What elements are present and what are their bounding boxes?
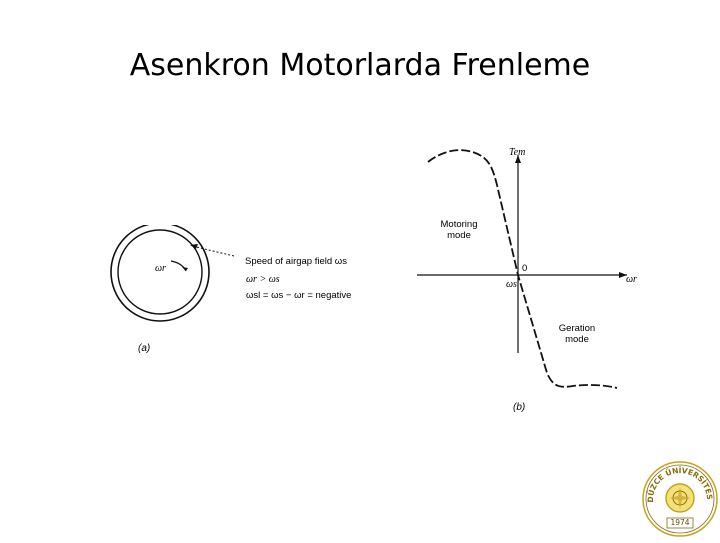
university-year: 1974 — [670, 518, 690, 527]
university-seal-icon: DÜZCE ÜNİVERSİTESİ — [640, 453, 718, 537]
torque-speed-curve — [427, 149, 618, 389]
stator-inner-circle — [117, 229, 203, 315]
motoring-mode-label: Motoring mode — [429, 219, 489, 241]
figure-b-drawing — [417, 149, 627, 389]
slide-title: Asenkron Motorlarda Frenleme — [129, 48, 591, 83]
generation-mode-label: Geration mode — [545, 323, 609, 345]
rotation-arrowhead — [182, 267, 188, 271]
rotor-speed-label: ωr — [155, 263, 166, 274]
university-logo: DÜZCE ÜNİVERSİTESİ 1974 — [640, 453, 719, 538]
generation-mode-line-1: Geration — [558, 323, 596, 334]
airgap-speed-label: Speed of airgap field ωs — [245, 256, 347, 267]
sync-speed-label: ωs — [506, 279, 517, 290]
speed-axis-label: ωr — [626, 274, 637, 285]
figure-a: ωr Speed of airgap field ωs ωr > ωs ωsl … — [100, 222, 400, 360]
speed-relation-label: ωr > ωs — [246, 274, 280, 285]
origin-label: 0 — [522, 263, 528, 274]
generation-mode-line-2: mode — [565, 334, 589, 345]
airgap-arrowhead — [190, 244, 198, 249]
speed-axis-arrowhead — [619, 272, 627, 278]
torque-axis-label: Tem — [509, 147, 526, 158]
motoring-mode-line-2: mode — [447, 230, 471, 241]
torque-axis-arrowhead — [515, 155, 521, 163]
motoring-mode-line-1: Motoring — [440, 219, 478, 230]
slip-relation-label: ωsl = ωs − ωr = negative — [246, 290, 352, 301]
figure-b-caption: (b) — [513, 402, 526, 413]
figure-a-caption: (a) — [138, 343, 151, 354]
airgap-leader-line — [191, 245, 235, 257]
rotation-arrow — [170, 260, 187, 272]
figure-b: Tem ωr 0 ωs Motoring mode Geration mode … — [405, 135, 645, 420]
